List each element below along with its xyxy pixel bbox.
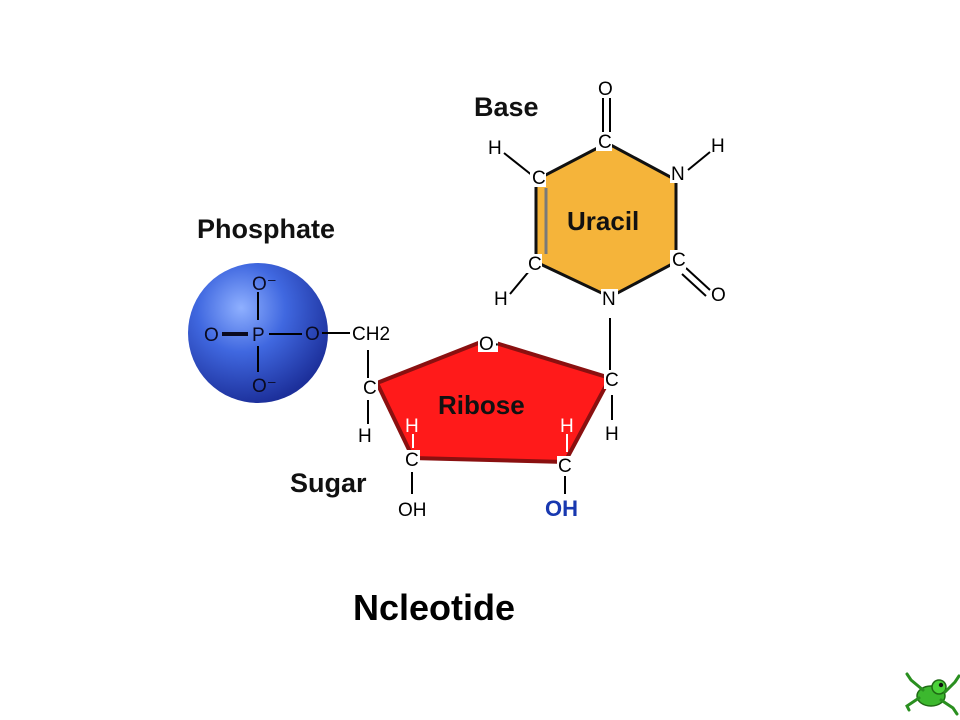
sugar-oh2-blue: OH	[545, 496, 578, 521]
uracil-c-right-bottom: C	[672, 250, 686, 271]
uracil-label: Uracil	[567, 206, 639, 236]
uracil-o-top: O	[598, 79, 613, 100]
phosphate-o-bottom: O⁻	[252, 376, 277, 397]
uracil-o-right: O	[711, 285, 726, 306]
phosphate-sphere	[188, 263, 328, 403]
sugar-c1: C	[605, 370, 619, 391]
diagram-title: Ncleotide	[353, 587, 515, 628]
base-label: Base	[474, 92, 539, 122]
sugar-label: Sugar	[290, 468, 367, 498]
sugar-c3: C	[405, 450, 419, 471]
uracil-n-bottom: N	[602, 289, 616, 310]
uracil-c-top: C	[598, 132, 612, 153]
ribose-label: Ribose	[438, 390, 525, 420]
phosphate-label: Phosphate	[197, 214, 335, 244]
uracil-h-left-top: H	[488, 138, 502, 159]
ribose-ring	[374, 337, 613, 465]
uracil-n-right: N	[671, 164, 685, 185]
phosphate-o-left: O	[204, 325, 219, 346]
sugar-oh3: OH	[398, 500, 427, 521]
sugar-ring-oxygen: O·	[479, 334, 500, 355]
sugar-h4: H	[358, 426, 372, 447]
phosphate-o-top: O⁻	[252, 274, 277, 295]
frog-icon	[905, 672, 960, 716]
sugar-c4: C	[363, 378, 377, 399]
phosphate-o-right: O	[305, 324, 320, 345]
sugar-ch2: CH2	[352, 324, 390, 345]
sugar-h3: H	[405, 416, 419, 437]
uracil-h-left-bottom: H	[494, 289, 508, 310]
sugar-c2: C	[558, 456, 572, 477]
phosphate-p: P	[252, 325, 265, 346]
uracil-h-right: H	[711, 136, 725, 157]
uracil-c-left-bottom: C	[528, 254, 542, 275]
sugar-h1: H	[605, 424, 619, 445]
uracil-c-left-top: C	[532, 168, 546, 189]
sugar-h2: H	[560, 416, 574, 437]
